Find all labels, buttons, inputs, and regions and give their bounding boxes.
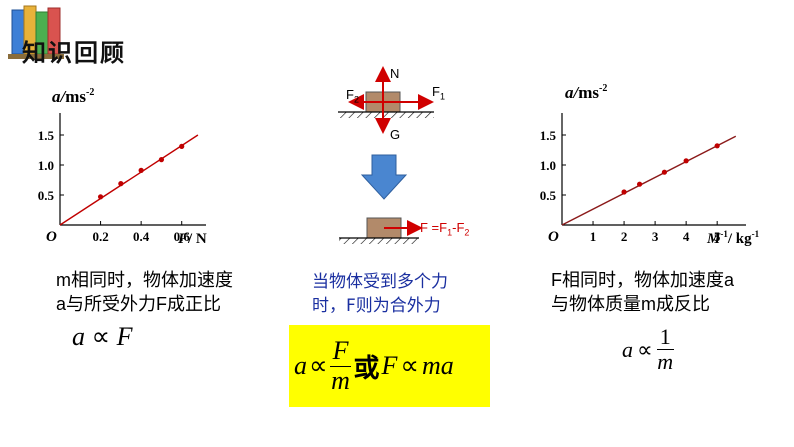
arrow-down-icon <box>360 154 408 200</box>
net-force-label: F =F1-F2 <box>420 220 470 238</box>
data-point <box>621 189 627 195</box>
x-tick-label: 4 <box>683 229 690 244</box>
data-point <box>661 169 668 175</box>
force-N-label: N <box>390 66 400 81</box>
x-tick-label: 0.2 <box>92 229 108 244</box>
page-title: 知识回顾 <box>22 39 126 67</box>
x-tick-label: 2 <box>621 229 628 244</box>
y-tick-label: 1.0 <box>38 158 54 173</box>
data-point <box>97 194 104 200</box>
right-description: F相同时，物体加速度a 与物体质量m成反比 <box>551 268 791 316</box>
middle-description: 当物体受到多个力 时，F则为合外力 <box>312 270 492 318</box>
highlight-formula-box <box>289 325 490 407</box>
formula-fraction-F-m: F m <box>329 335 352 395</box>
right-text-line2: 与物体质量m成反比 <box>551 294 710 314</box>
left-text-line1: m相同时，物体加速度 <box>56 270 233 290</box>
chart-mass-acceleration: O 1 2 3 4 5 0.5 1.0 1.5 a/ms-2M-1/ kg-1 <box>540 83 760 247</box>
formula-or: 或 <box>353 353 380 384</box>
origin-label: O <box>548 229 559 245</box>
y-axis-label: a/ms-2 <box>52 87 94 106</box>
x-tick-label: 5 <box>714 229 721 244</box>
x-axis-label: F/ N <box>177 231 207 247</box>
formula-F: F <box>116 322 133 351</box>
data-point <box>714 143 720 149</box>
x-tick-label: 1 <box>590 229 597 244</box>
chart-force-acceleration: O 0.2 0.4 0.6 0.5 1.0 1.5 a/ms-2 F/ N <box>38 87 207 247</box>
x-tick-label: 3 <box>652 229 659 244</box>
data-point <box>138 167 144 173</box>
x-tick-label: 0.4 <box>133 229 150 244</box>
net-force-diagram <box>339 217 423 244</box>
y-axis-label: a/ms-2 <box>565 83 607 102</box>
y-tick-label: 1.5 <box>38 128 55 143</box>
force-F1-label: F1 <box>432 84 445 102</box>
formula-a: a <box>72 322 85 351</box>
force-diagram <box>338 66 434 134</box>
data-point <box>158 157 165 163</box>
fit-line <box>561 135 737 226</box>
x-axis-label: M-1/ kg-1 <box>706 229 760 247</box>
middle-formula: a ∝ F m 或 F ∝ ma <box>294 335 454 395</box>
formula-proportional: ∝ <box>91 322 111 351</box>
left-description: m相同时，物体加速度 a与所受外力F成正比 <box>56 268 286 316</box>
y-tick-label: 0.5 <box>540 188 557 203</box>
left-formula: a ∝ F <box>72 322 132 352</box>
books-icon <box>8 5 64 59</box>
data-point <box>636 181 643 187</box>
data-point <box>179 143 185 149</box>
x-tick-label: 0.6 <box>174 229 191 244</box>
data-point <box>683 158 689 164</box>
left-text-line2: a与所受外力F成正比 <box>56 294 222 314</box>
force-G-label: G <box>390 127 401 142</box>
y-tick-label: 1.5 <box>540 128 557 143</box>
middle-text-line1: 当物体受到多个力 <box>312 272 448 292</box>
right-formula: a ∝ 1 m <box>622 324 674 375</box>
origin-label: O <box>46 229 57 245</box>
y-tick-label: 0.5 <box>38 188 55 203</box>
fit-line <box>59 134 199 226</box>
formula-fraction-1-m: 1 m <box>656 324 674 375</box>
data-point <box>118 181 124 187</box>
right-text-line1: F相同时，物体加速度a <box>551 270 735 290</box>
y-tick-label: 1.0 <box>540 158 556 173</box>
force-F2-label: F2 <box>346 87 359 105</box>
middle-text-line2: 时，F则为合外力 <box>312 296 441 316</box>
